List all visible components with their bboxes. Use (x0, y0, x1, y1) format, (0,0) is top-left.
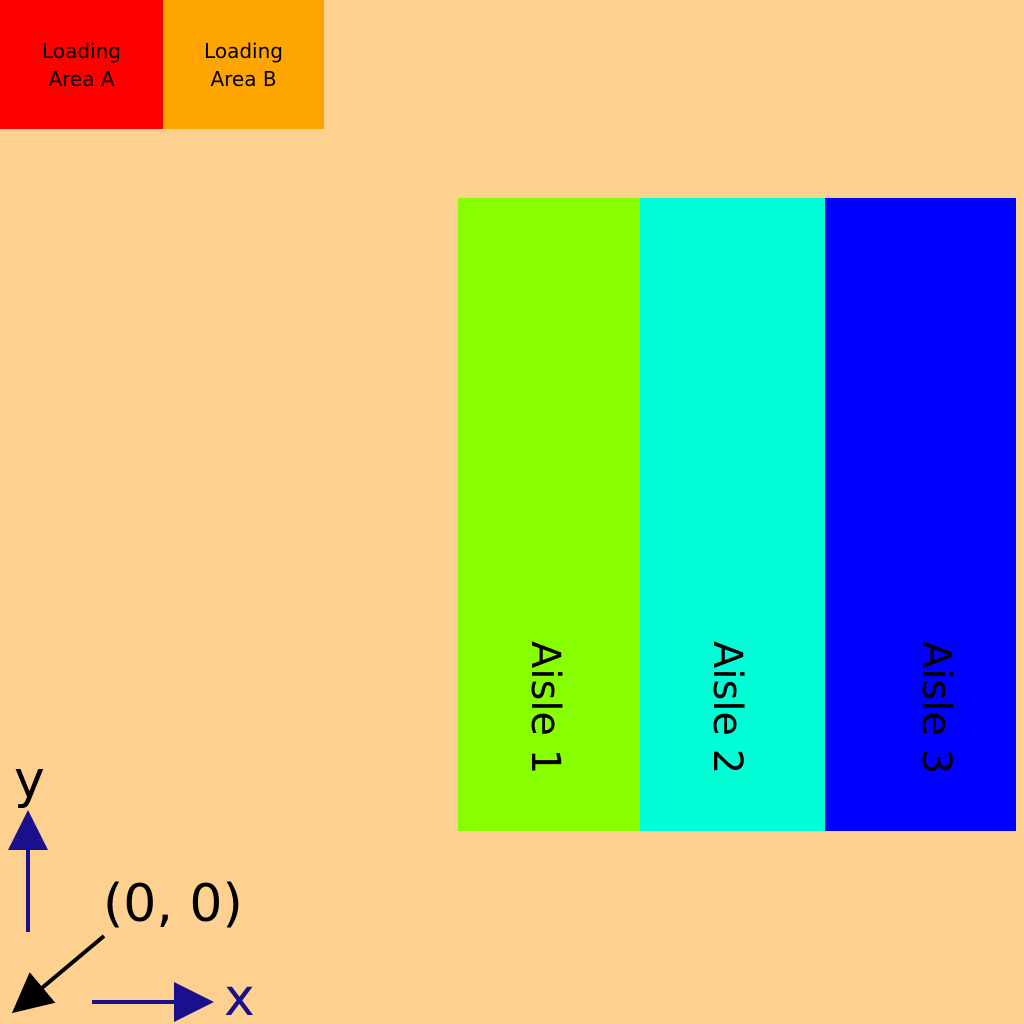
aisle-2: Aisle 2 (640, 198, 825, 831)
y-axis-label: y (14, 750, 45, 810)
axes-arrows (7, 810, 214, 1022)
loading-area-a-label: Loading Area A (42, 38, 121, 91)
loading-area-b: Loading Area B (163, 0, 324, 129)
coordinate-axes: y x (0, 0) (0, 740, 280, 1024)
aisle-2-label: Aisle 2 (704, 641, 750, 775)
origin-label: (0, 0) (103, 874, 243, 934)
z-axis-arrow (11, 934, 106, 1014)
loading-area-b-label: Loading Area B (204, 38, 283, 91)
x-axis-label: x (224, 968, 255, 1024)
loading-area-a: Loading Area A (0, 0, 163, 129)
aisle-1: Aisle 1 (458, 198, 640, 831)
aisle-3-label: Aisle 3 (913, 641, 959, 775)
aisle-1-label: Aisle 1 (522, 641, 568, 775)
aisle-3: Aisle 3 (825, 198, 1016, 831)
